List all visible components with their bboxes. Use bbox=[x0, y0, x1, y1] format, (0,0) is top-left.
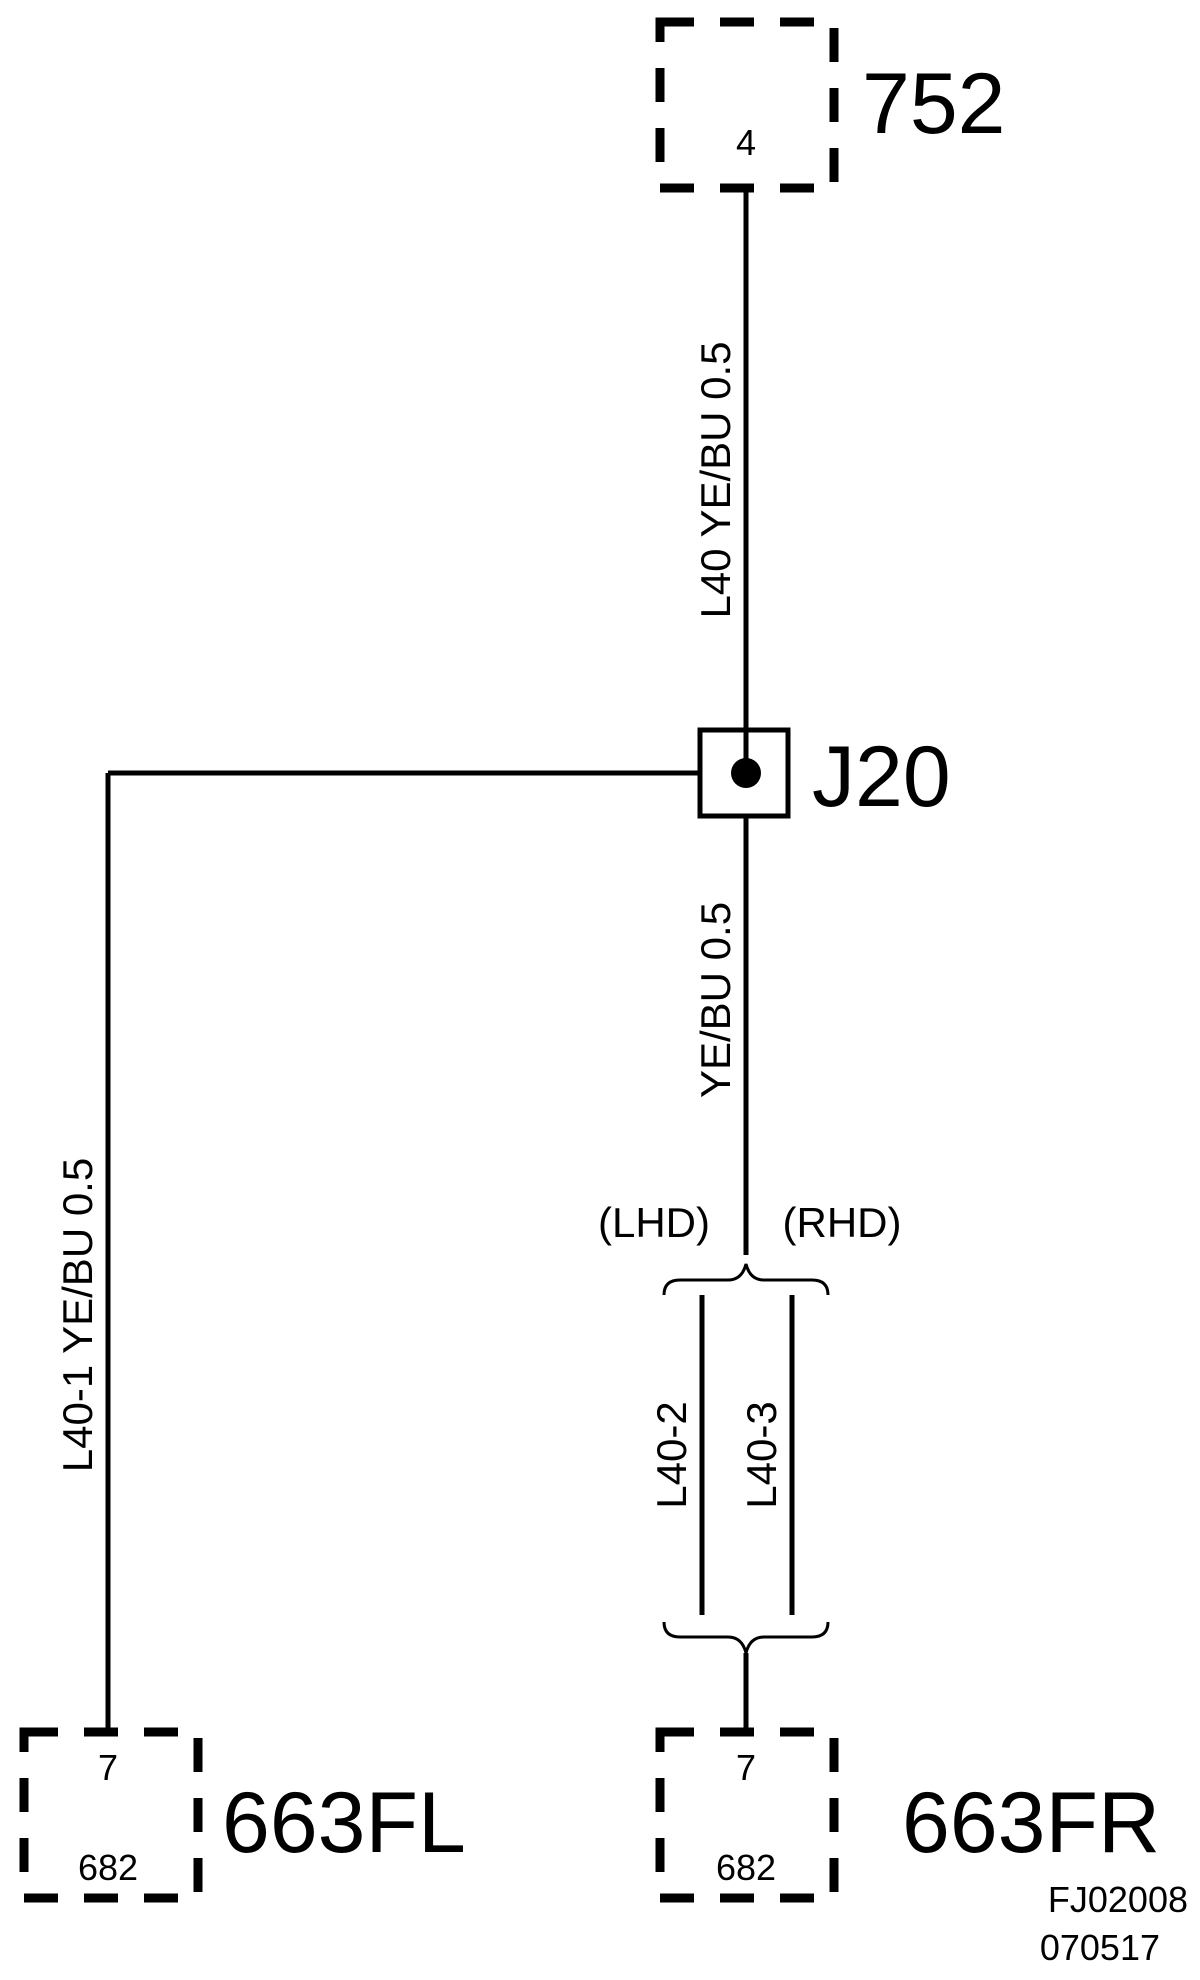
wire-l40-2-label: L40-2 bbox=[648, 1401, 695, 1508]
connector-663fl-label: 663FL bbox=[222, 1775, 466, 1871]
connector-752-label: 752 bbox=[862, 56, 1006, 152]
connector-663fr-box bbox=[655, 1727, 839, 1903]
figure-code: FJ02008 bbox=[1048, 1879, 1188, 1920]
upper-variant-brace bbox=[662, 1263, 830, 1296]
lower-variant-brace bbox=[662, 1621, 830, 1654]
connector-663fr-connector: 682 bbox=[716, 1847, 776, 1888]
connector-663fr-label: 663FR bbox=[902, 1775, 1160, 1871]
wire-l40-label: L40 YE/BU 0.5 bbox=[692, 341, 739, 618]
connector-752-pin: 4 bbox=[736, 122, 756, 163]
connector-663fr-pin: 7 bbox=[736, 1747, 756, 1788]
wire-l40-1-label: L40-1 YE/BU 0.5 bbox=[54, 1158, 101, 1472]
date-code: 070517 bbox=[1040, 1927, 1160, 1968]
splice-j20-label: J20 bbox=[812, 729, 951, 825]
connector-663fl-connector: 682 bbox=[78, 1847, 138, 1888]
splice-j20-dot bbox=[731, 758, 761, 788]
variant-lhd-label: (LHD) bbox=[598, 1199, 710, 1246]
variant-rhd-label: (RHD) bbox=[783, 1199, 902, 1246]
wire-l40-lower-label: YE/BU 0.5 bbox=[692, 902, 739, 1098]
connector-663fl-box bbox=[19, 1727, 203, 1903]
connector-663fl-pin: 7 bbox=[98, 1747, 118, 1788]
wire-l40-3-label: L40-3 bbox=[738, 1401, 785, 1508]
connector-752-box bbox=[655, 17, 839, 193]
